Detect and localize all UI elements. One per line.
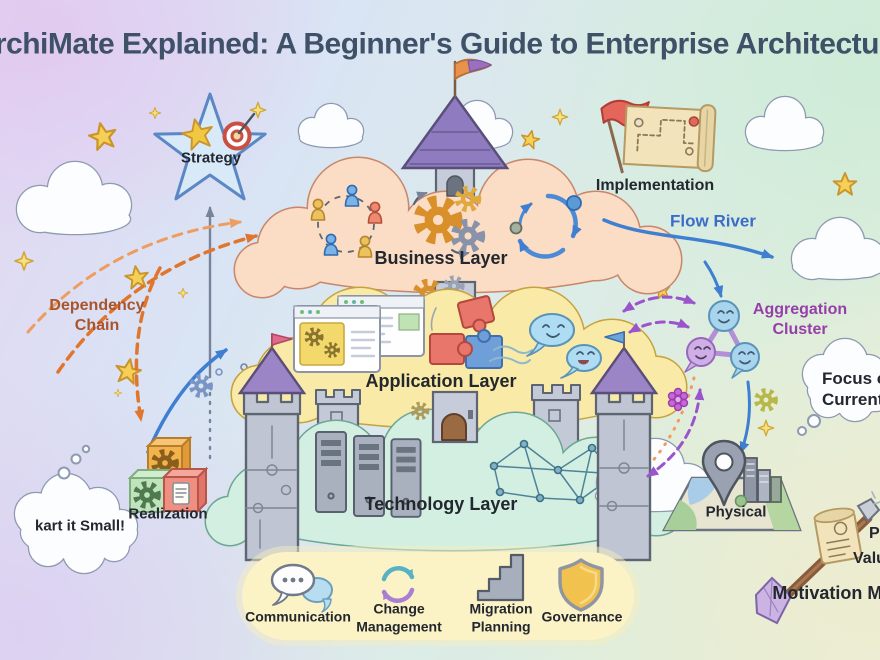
value-label: Value — [853, 550, 880, 567]
puzzle-texture — [245, 425, 297, 549]
shield-icon — [558, 558, 604, 612]
puzzle-pieces-icon — [429, 295, 503, 369]
legend-communication-label: Communication — [245, 608, 351, 625]
physical-label: Physical — [705, 503, 767, 521]
realization-label: Realization — [128, 505, 208, 523]
purple-flower-icon — [667, 387, 689, 412]
speech-bubbles-icon — [270, 563, 333, 613]
app-chat-bubbles-icon — [489, 313, 602, 379]
big-tower-left — [237, 333, 307, 562]
dependency-chain-label: Dependency Chain — [49, 297, 145, 334]
principle-label: Principle — [869, 525, 880, 542]
cloud-top-right — [744, 95, 825, 152]
start-small-thought-bubble — [13, 444, 139, 575]
aggregation-cluster-icon — [684, 300, 760, 379]
focus-current-label: Focus on Current — [822, 369, 880, 410]
castle-roof — [400, 58, 510, 197]
puzzle-floating — [456, 295, 496, 333]
focus-thought-bubble — [797, 337, 880, 436]
yellow-gear-icon — [757, 391, 775, 409]
physical-icon — [661, 439, 802, 532]
legend-change-management-label: Change Management — [356, 600, 442, 635]
dependency-chain-arrows — [26, 218, 258, 422]
business-actors-icon — [310, 184, 383, 258]
realization-blocks — [127, 435, 209, 514]
legend-migration-planning-label: Migration Planning — [469, 600, 533, 635]
implementation-icon — [600, 99, 717, 174]
app-window-front-icon — [293, 305, 381, 373]
small-gear-icon — [192, 368, 223, 395]
document-icon — [172, 482, 190, 505]
motivation-wand-icon — [754, 491, 880, 625]
cloud-top-left — [15, 160, 133, 236]
legend-governance-label: Governance — [541, 608, 623, 625]
location-pin-icon — [701, 439, 747, 507]
cloud-small-left — [297, 102, 365, 149]
application-layer-label: Application Layer — [365, 370, 517, 391]
business-layer-label: Business Layer — [374, 247, 508, 268]
roadmap-scroll-icon — [622, 104, 717, 173]
big-tower-right — [589, 331, 659, 562]
castle-flag-icon — [454, 58, 492, 80]
implementation-label: Implementation — [595, 177, 715, 194]
motivation-label: Motivation Magic Wand — [772, 583, 880, 603]
cloud-mid-right — [790, 216, 880, 281]
business-process-gears-icon — [413, 189, 481, 260]
castle-base-door — [413, 390, 479, 444]
cycle-arrows-icon — [381, 566, 415, 603]
puzzle-texture — [599, 419, 649, 512]
stairs-icon — [476, 553, 525, 602]
strategy-label: Strategy — [180, 149, 242, 167]
buildings-icon — [734, 457, 782, 508]
start-small-label: kart it Small! — [34, 517, 126, 535]
strategy-star — [153, 92, 267, 201]
flow-river-arrow — [602, 218, 774, 259]
aggregation-cluster-label: Aggregation Cluster — [752, 301, 848, 338]
target-icon — [222, 112, 256, 151]
flow-river-label: Flow River — [670, 211, 756, 231]
value-scroll-icon — [813, 507, 863, 565]
business-cycle-arrows-icon — [509, 193, 582, 259]
technology-layer-label: Technology Layer — [364, 493, 518, 514]
aggregation-arrows — [622, 260, 751, 478]
page-title: ArchiMate Explained: A Beginner's Guide … — [0, 27, 880, 61]
red-block — [161, 466, 209, 514]
legend-panel — [236, 546, 640, 646]
